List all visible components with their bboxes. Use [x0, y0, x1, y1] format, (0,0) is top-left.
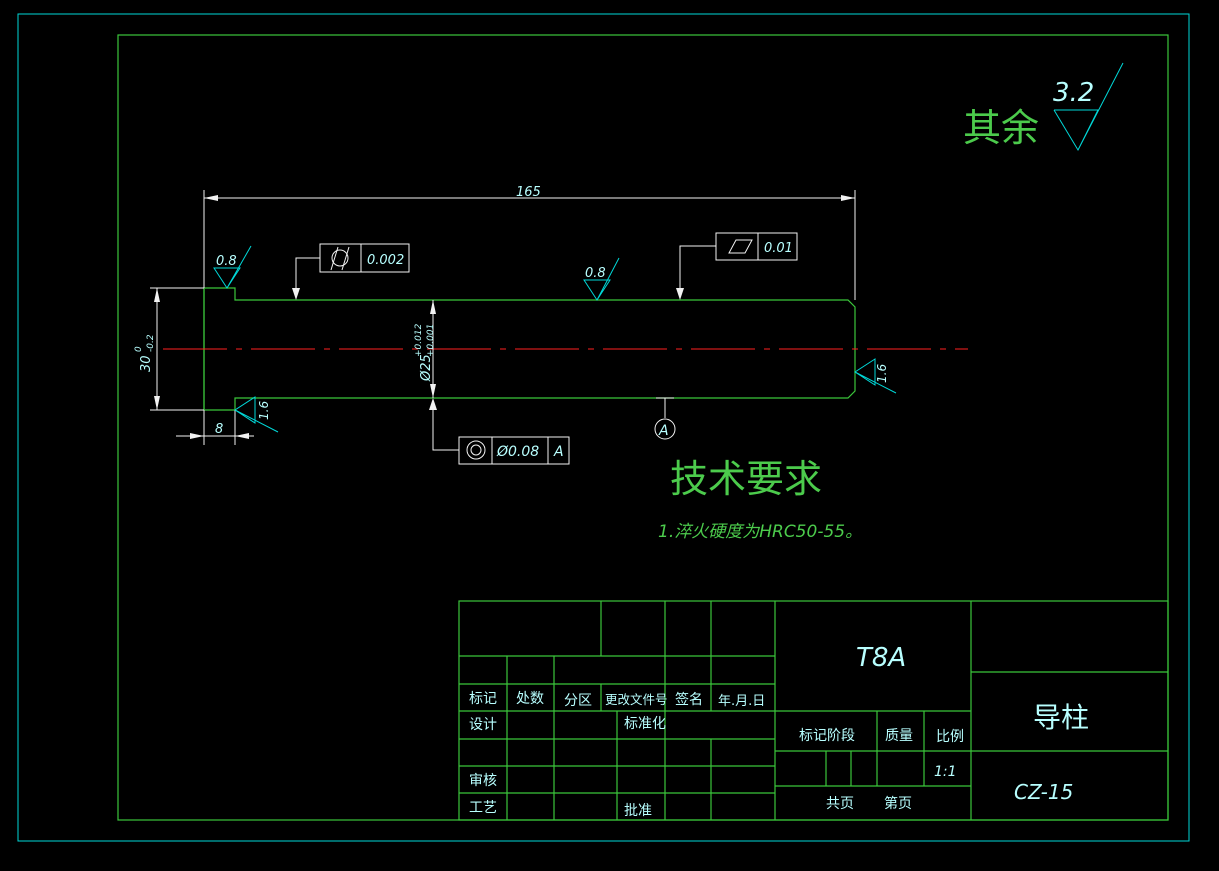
- roughness-note-value: 3.2: [1053, 78, 1094, 108]
- roughness-head-top: 0.8: [213, 245, 252, 289]
- dimension-head-width: 8: [176, 410, 254, 445]
- tb-review: 审核: [469, 773, 497, 789]
- title-block: [458, 600, 1169, 821]
- tolerance-flatness: 0.01: [676, 232, 798, 300]
- dimension-head-dia: 30 0 -0.2: [134, 287, 204, 411]
- roughness-symbol-icon: [1053, 62, 1124, 152]
- coaxiality-datum: A: [553, 444, 564, 460]
- tb-standardize: 标准化: [624, 716, 666, 732]
- roughness-end-face: 1.6: [854, 358, 897, 394]
- tb-drawing-no: CZ-15: [1014, 780, 1073, 804]
- tb-hdr-mark: 标记: [469, 691, 497, 707]
- tb-hdr-sign: 签名: [675, 691, 703, 708]
- roughness-head-bottom: 1.6: [234, 396, 279, 433]
- tb-hdr-doc: 更改文件号: [605, 692, 668, 707]
- dimension-shaft-dia-value: Ø25: [419, 354, 434, 382]
- tb-scale-label: 比例: [936, 729, 964, 745]
- coaxiality-value: Ø0.08: [496, 444, 539, 460]
- coaxiality-icon: [466, 440, 486, 460]
- roughness-head-bottom-value: 1.6: [257, 401, 271, 420]
- tb-mass: 质量: [885, 728, 913, 744]
- roughness-shaft-top-value: 0.8: [585, 266, 606, 281]
- dimension-head-width-value: 8: [215, 422, 223, 437]
- dimension-head-dia-upper: 0: [134, 346, 144, 352]
- tb-design: 设计: [469, 717, 497, 733]
- dimension-head-dia-lower: -0.2: [146, 334, 156, 352]
- tb-sheet: 第页: [884, 795, 912, 812]
- dimension-shaft-dia-upper: +0.012: [414, 323, 424, 357]
- cylindricity-icon: [330, 246, 350, 271]
- tb-part-name: 导柱: [1033, 701, 1089, 734]
- flatness-icon: [728, 239, 753, 254]
- tb-stage: 标记阶段: [799, 728, 855, 744]
- tb-scale: 1:1: [934, 764, 957, 780]
- flatness-value: 0.01: [764, 241, 793, 256]
- dimension-length: 165: [203, 185, 856, 300]
- tech-req-title: 技术要求: [670, 457, 822, 501]
- roughness-note: 其余 3.2: [963, 62, 1124, 152]
- tolerance-coaxiality: Ø0.08 A: [429, 398, 570, 465]
- dimension-length-value: 165: [516, 185, 541, 200]
- roughness-head-top-value: 0.8: [216, 254, 237, 269]
- dimension-head-dia-value: 30: [139, 355, 154, 372]
- roughness-end-face-value: 1.6: [875, 364, 889, 383]
- tech-req-item1: 1.淬火硬度为HRC50-55。: [658, 522, 862, 542]
- cylindricity-value: 0.002: [367, 253, 404, 268]
- tb-process: 工艺: [469, 800, 497, 816]
- dimension-shaft-dia-lower: +0.001: [426, 324, 436, 357]
- tb-material: T8A: [856, 643, 906, 673]
- roughness-shaft-top: 0.8: [583, 257, 620, 301]
- tb-hdr-zone: 分区: [564, 693, 592, 709]
- tolerance-cylindricity: 0.002: [292, 243, 410, 300]
- tb-hdr-date: 年.月.日: [718, 694, 765, 709]
- tb-hdr-count: 处数: [516, 691, 544, 707]
- dimension-shaft-dia: Ø25 +0.012 +0.001: [414, 300, 436, 398]
- tb-approve: 批准: [624, 803, 652, 819]
- tb-total: 共页: [826, 796, 854, 812]
- datum-label: A: [658, 423, 669, 439]
- datum-marker: A: [654, 397, 676, 440]
- outer-border: [17, 13, 1190, 842]
- roughness-note-label: 其余: [963, 106, 1039, 150]
